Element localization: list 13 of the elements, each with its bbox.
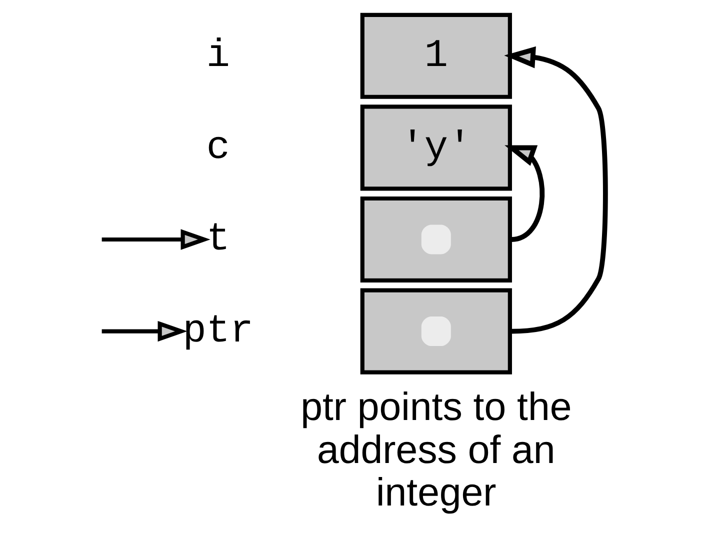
- label: i: [206, 33, 230, 78]
- label: ptr points to the address of an integer: [300, 385, 572, 514]
- arrow: [504, 145, 544, 242]
- node-text: ptr: [182, 308, 254, 354]
- label: c: [206, 124, 230, 170]
- arrow: [101, 229, 210, 250]
- node-box: 'y': [360, 104, 512, 191]
- node-box: 1: [360, 12, 512, 99]
- node-box: [360, 196, 512, 283]
- node-box: [360, 288, 512, 374]
- arrow: [504, 46, 608, 334]
- arrow: [101, 320, 187, 342]
- node-text: t: [206, 216, 230, 262]
